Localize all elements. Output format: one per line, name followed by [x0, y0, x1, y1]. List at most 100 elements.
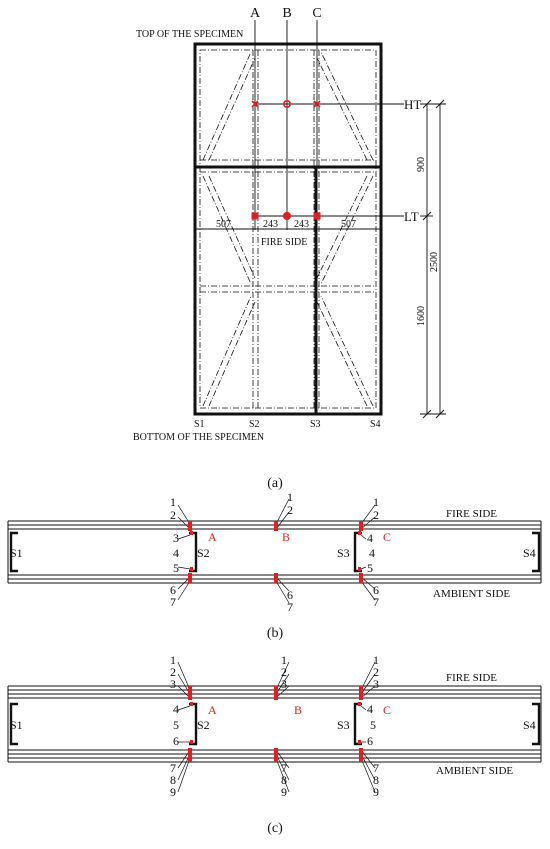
- stud-label-s3: S3: [310, 419, 321, 430]
- tc-number-5: 5: [370, 718, 376, 732]
- tc-number-9: 9: [170, 785, 176, 799]
- column-label-a: A: [250, 6, 261, 21]
- location-label-b: B: [294, 703, 302, 717]
- location-label-c: C: [383, 703, 391, 717]
- stud-label-s1: S1: [10, 546, 23, 560]
- tc-number-2: 2: [287, 503, 293, 517]
- tc-number-6: 6: [287, 588, 293, 602]
- tc-number-4: 4: [369, 546, 375, 560]
- bottom-of-specimen-label: BOTTOM OF THE SPECIMEN: [133, 432, 264, 443]
- tc-number-5: 5: [173, 718, 179, 732]
- fire-side-label: FIRE SIDE: [261, 237, 307, 248]
- column-label-b: B: [282, 6, 291, 21]
- stud-label-s2: S2: [197, 718, 210, 732]
- tc-number-4: 4: [367, 531, 373, 545]
- tc-number-1: 1: [373, 495, 379, 509]
- stud-label-s4: S4: [523, 546, 536, 560]
- tc-number-7: 7: [170, 595, 176, 609]
- lt-marker-a: [251, 212, 259, 220]
- stud-label-s2: S2: [249, 419, 260, 430]
- tc-number-3: 3: [281, 677, 287, 691]
- stud-s3: [353, 531, 362, 573]
- stud-label-s1: S1: [194, 419, 205, 430]
- tc-number-6: 6: [373, 583, 379, 597]
- fire-side-label: FIRE SIDE: [446, 508, 497, 520]
- panel-b-caption: (b): [267, 626, 284, 641]
- ambient-side-label: AMBIENT SIDE: [436, 765, 513, 777]
- location-label-b: B: [282, 530, 290, 544]
- tc-number-1: 1: [281, 653, 287, 667]
- panel-a-measurement-points: [251, 100, 321, 221]
- tc-number-1: 1: [170, 495, 176, 509]
- tc-number-4: 4: [367, 702, 373, 716]
- tc-number-6: 6: [173, 734, 179, 748]
- stud-s3: [353, 702, 362, 746]
- stud-s1: [9, 702, 18, 746]
- dim-507-left: 507: [216, 219, 231, 230]
- panel-a-elevation: [193, 20, 446, 419]
- stud-s1: [9, 531, 18, 573]
- stud-s2: [189, 531, 198, 573]
- stud-s4: [532, 702, 541, 746]
- stud-label-s2: S2: [197, 546, 210, 560]
- column-label-c: C: [312, 6, 321, 21]
- tc-number-2: 2: [373, 508, 379, 522]
- dim-2500: 2500: [429, 252, 440, 272]
- ht-marker-b: [282, 100, 291, 109]
- tc-number-4: 4: [173, 546, 179, 560]
- tc-number-8: 8: [373, 773, 379, 787]
- tc-number-7: 7: [170, 761, 176, 775]
- panel-c-caption: (c): [267, 821, 283, 836]
- top-of-specimen-label: TOP OF THE SPECIMEN: [136, 29, 243, 40]
- tc-number-9: 9: [373, 785, 379, 799]
- tc-number-2: 2: [170, 508, 176, 522]
- ht-marker-a: [251, 100, 259, 108]
- tc-number-6: 6: [367, 734, 373, 748]
- tc-number-7: 7: [287, 600, 293, 614]
- tc-number-1: 1: [287, 490, 293, 504]
- stud-label-s3: S3: [337, 546, 350, 560]
- tc-number-7: 7: [373, 761, 379, 775]
- lt-marker-b: [282, 211, 292, 221]
- tc-number-2: 2: [281, 665, 287, 679]
- tc-number-1: 1: [373, 653, 379, 667]
- lt-label: LT: [404, 209, 419, 224]
- ht-marker-c: [313, 100, 321, 108]
- stud-s4: [532, 531, 541, 573]
- tc-number-3: 3: [170, 677, 176, 691]
- ambient-side-label: AMBIENT SIDE: [433, 588, 510, 600]
- lt-marker-c: [313, 212, 321, 220]
- tc-number-7: 7: [281, 761, 287, 775]
- location-label-c: C: [383, 530, 391, 544]
- tc-number-2: 2: [170, 665, 176, 679]
- stud-label-s4: S4: [370, 419, 381, 430]
- tc-number-1: 1: [170, 653, 176, 667]
- stud-s2: [189, 702, 198, 746]
- stud-label-s4: S4: [523, 718, 536, 732]
- fire-side-label: FIRE SIDE: [446, 672, 497, 684]
- dim-900: 900: [416, 157, 427, 172]
- tc-number-8: 8: [170, 773, 176, 787]
- tc-number-4: 4: [173, 702, 179, 716]
- tc-number-5: 5: [173, 561, 179, 575]
- dim-243-left: 243: [263, 219, 278, 230]
- dim-1600: 1600: [416, 306, 427, 326]
- tc-number-5: 5: [367, 561, 373, 575]
- tc-number-3: 3: [373, 677, 379, 691]
- ht-label: HT: [404, 97, 421, 112]
- tc-number-7: 7: [373, 595, 379, 609]
- stud-label-s1: S1: [10, 718, 23, 732]
- panel-a-caption: (a): [267, 476, 283, 491]
- panel-c-thermocouples: [188, 686, 363, 762]
- panel-b-thermocouples: [188, 521, 363, 583]
- dim-507-right: 507: [341, 219, 356, 230]
- dim-243-right: 243: [294, 219, 309, 230]
- tc-number-9: 9: [281, 785, 287, 799]
- tc-number-2: 2: [373, 665, 379, 679]
- tc-number-8: 8: [281, 773, 287, 787]
- tc-number-6: 6: [170, 583, 176, 597]
- stud-label-s3: S3: [337, 718, 350, 732]
- tc-number-3: 3: [173, 531, 179, 545]
- location-label-a: A: [208, 703, 217, 717]
